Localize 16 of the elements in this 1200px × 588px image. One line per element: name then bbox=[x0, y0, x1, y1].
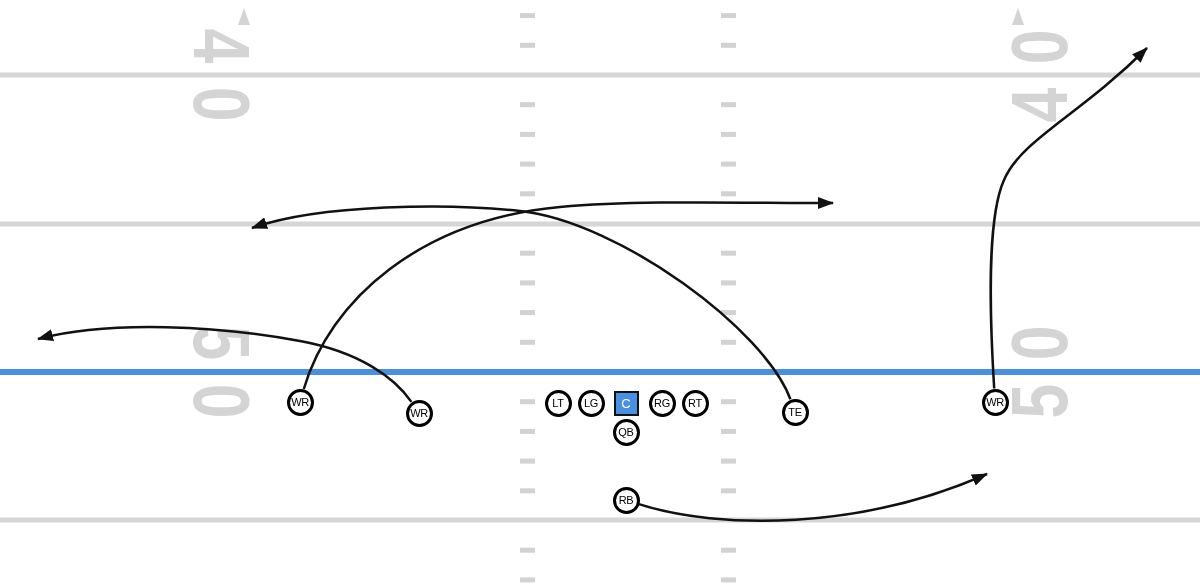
player-circle: RB bbox=[612, 486, 640, 514]
player-circle: WR bbox=[286, 388, 314, 416]
route-arrow bbox=[302, 196, 834, 390]
player-circle: TE bbox=[781, 398, 809, 426]
route-arrow bbox=[989, 47, 1148, 389]
player-circle: LG bbox=[577, 389, 605, 417]
player-square: C bbox=[613, 390, 639, 416]
player-circle: LT bbox=[544, 389, 572, 417]
player-circle: WR bbox=[981, 388, 1009, 416]
player-circle: RT bbox=[681, 389, 709, 417]
player-circle: QB bbox=[612, 418, 640, 446]
player-circle: RG bbox=[648, 389, 676, 417]
route-arrow bbox=[37, 325, 413, 403]
route-arrow bbox=[251, 205, 792, 400]
route-arrow bbox=[638, 472, 988, 523]
player-circle: WR bbox=[405, 399, 433, 427]
